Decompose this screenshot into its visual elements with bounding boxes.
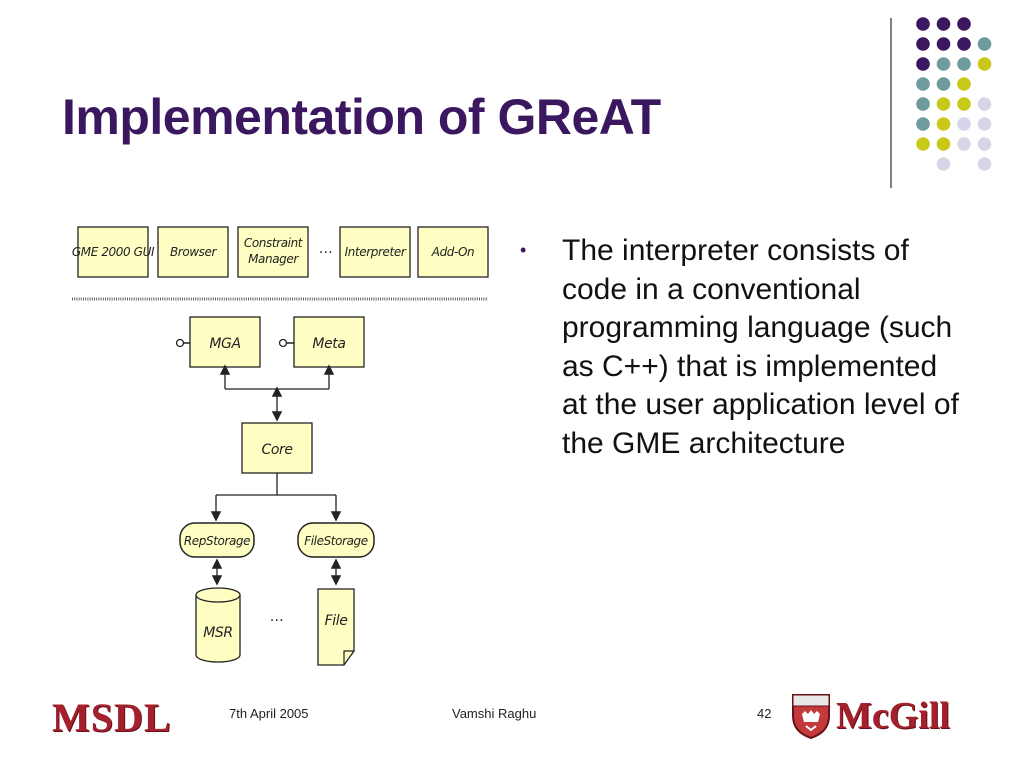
decorative-dot bbox=[957, 37, 971, 51]
file-document-shape bbox=[317, 588, 355, 666]
footer-date: 7th April 2005 bbox=[229, 706, 309, 721]
decorative-dot bbox=[916, 17, 930, 31]
file-storage-box bbox=[297, 522, 375, 558]
decorative-dot bbox=[957, 137, 971, 151]
add-on-label: Add-On bbox=[431, 245, 474, 259]
decorative-dot bbox=[936, 117, 951, 131]
file-storage-label: FileStorage bbox=[304, 534, 368, 548]
decorative-dot bbox=[977, 157, 992, 171]
bullet-text: The interpreter consists of code in a co… bbox=[562, 234, 959, 460]
mga-box bbox=[189, 316, 261, 368]
meta-label: Meta bbox=[312, 336, 345, 352]
core-box bbox=[241, 422, 313, 474]
bottom-ellipsis: … bbox=[270, 609, 284, 625]
add-on-box bbox=[417, 226, 489, 278]
decorative-dot-grid bbox=[890, 17, 992, 188]
footer-author: Vamshi Raghu bbox=[452, 706, 537, 721]
decorative-dot bbox=[916, 117, 930, 131]
decorative-dot bbox=[916, 97, 930, 111]
rep-storage-box bbox=[179, 522, 255, 558]
meta-interface-connector bbox=[278, 338, 288, 348]
decorative-dot bbox=[957, 17, 971, 31]
decorative-dot bbox=[977, 117, 992, 131]
browser-box bbox=[157, 226, 229, 278]
slide-title: Implementation of GReAT bbox=[62, 89, 661, 145]
decorative-dot bbox=[936, 97, 951, 111]
msr-label: MSR bbox=[203, 625, 233, 641]
decorative-dot bbox=[957, 57, 971, 71]
decorative-dot bbox=[916, 137, 930, 151]
decorative-dot bbox=[936, 77, 951, 91]
gme-gui-label: GME 2000 GUI bbox=[72, 245, 155, 259]
decorative-dot bbox=[916, 77, 930, 91]
decorative-dot bbox=[916, 37, 930, 51]
file-label: File bbox=[325, 613, 348, 629]
rep-storage-label: RepStorage bbox=[184, 534, 250, 548]
decorative-dot bbox=[916, 57, 930, 71]
mga-interface-connector bbox=[175, 338, 185, 348]
decorative-dot bbox=[957, 117, 971, 131]
gme-gui-box bbox=[77, 226, 149, 278]
decorative-dot bbox=[977, 97, 992, 111]
msr-database-cylinder bbox=[195, 587, 241, 663]
mcgill-logo: McGill bbox=[836, 695, 950, 737]
interpreter-label: Interpreter bbox=[345, 245, 407, 259]
decorative-dot bbox=[977, 57, 992, 71]
interpreter-box bbox=[339, 226, 411, 278]
decorative-dot bbox=[936, 137, 951, 151]
decorative-dot bbox=[957, 77, 971, 91]
decorative-dot bbox=[957, 97, 971, 111]
decorative-dot bbox=[936, 57, 951, 71]
msdl-logo: MSDL bbox=[52, 695, 172, 740]
decorative-dot bbox=[936, 157, 951, 171]
core-label: Core bbox=[261, 442, 292, 458]
bullet-dot: • bbox=[520, 240, 527, 260]
mcgill-shield-icon bbox=[792, 694, 830, 740]
top-ellipsis: … bbox=[319, 241, 333, 257]
constraint-manager-label-line1: Constraint bbox=[244, 236, 304, 250]
decorative-dot bbox=[977, 137, 992, 151]
gme-architecture-diagram: GME 2000 GUI Browser Constraint Manager … bbox=[72, 226, 489, 666]
decorative-dot bbox=[977, 37, 992, 51]
decorative-dot bbox=[936, 17, 951, 31]
mga-label: MGA bbox=[209, 336, 240, 352]
constraint-manager-label-line2: Manager bbox=[248, 252, 299, 266]
footer-page-number: 42 bbox=[757, 706, 772, 721]
browser-label: Browser bbox=[170, 245, 218, 259]
constraint-manager-box bbox=[237, 226, 309, 278]
meta-box bbox=[293, 316, 365, 368]
decorative-dot bbox=[936, 37, 951, 51]
